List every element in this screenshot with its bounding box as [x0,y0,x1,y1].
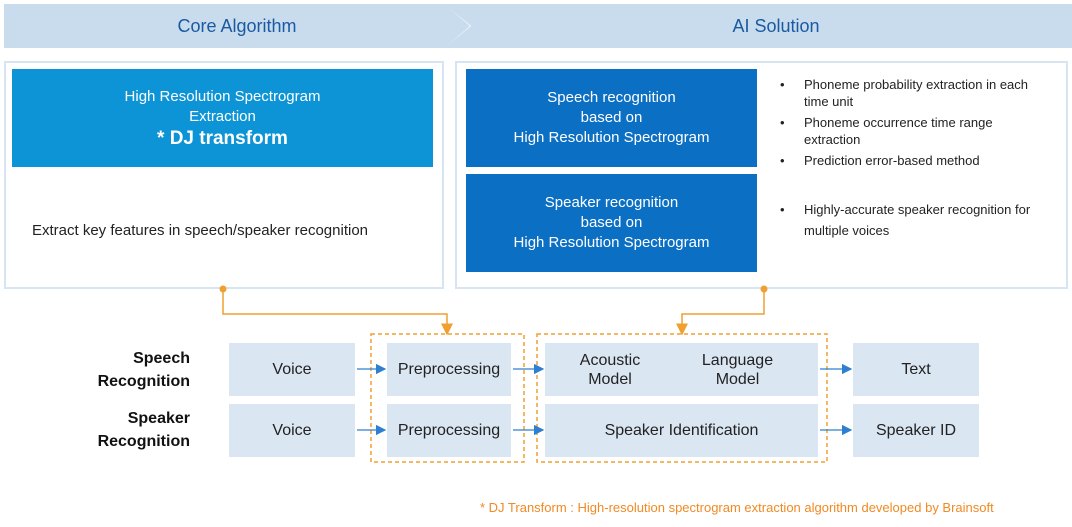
speech-output-box: Text [853,343,979,396]
speech-output-label: Text [901,361,931,378]
ai-connector-line [676,289,765,336]
speech-recognition-row-label: Speech Recognition [30,347,190,393]
core-algorithm-header-label: Core Algorithm [177,15,297,36]
language-model-line: Model [715,371,760,388]
speaker-preprocessing-box: Preprocessing [387,404,511,457]
acoustic-model-label: Acoustic Model [565,351,655,389]
ai-solution-header: AI Solution [444,4,1072,48]
core-box-line2: Extraction [189,108,256,125]
speech-recognition-box: Speech recognition based on High Resolut… [466,69,757,167]
speaker-identification-box: Speaker Identification [545,404,818,457]
ai-solution-header-label: AI Solution [732,15,820,36]
dj-transform-box: High Resolution Spectrogram Extraction *… [12,69,433,167]
language-model-line: Language [701,352,774,369]
bullet-item: Highly-accurate speaker recognition for … [776,199,1056,241]
footnote: * DJ Transform : High-resolution spectro… [480,500,994,515]
core-description: Extract key features in speech/speaker r… [32,222,369,239]
speaker-voice-box: Voice [229,404,355,457]
speaker-preprocessing-label: Preprocessing [397,422,501,439]
speech-voice-label: Voice [272,361,312,378]
speaker-output-label: Speaker ID [875,422,957,439]
acoustic-model-line: Model [588,371,632,388]
row-label-line: Recognition [97,433,190,450]
bullet-item: Prediction error-based method [776,152,1046,169]
speaker-box-line2: based on [580,214,643,231]
row-label-line: Speech [133,350,190,367]
speech-box-line3: High Resolution Spectrogram [513,129,710,146]
speech-box-line1: Speech recognition [547,89,676,106]
speaker-identification-label: Speaker Identification [604,422,759,439]
acoustic-model-line: Acoustic [579,352,641,369]
bullet-item: Phoneme probability extraction in each t… [776,76,1046,110]
core-connector-line [222,289,453,336]
core-box-line1: High Resolution Spectrogram [124,88,321,105]
acoustic-language-model-box [545,343,818,396]
speech-preprocessing-label: Preprocessing [397,361,501,378]
speaker-recognition-row-label: Speaker Recognition [30,407,190,453]
preprocessing-highlight-frame [370,333,525,463]
row-label-line: Speaker [127,410,190,427]
speaker-output-box: Speaker ID [853,404,979,457]
language-model-label: Language Model [690,351,785,389]
speaker-box-line1: Speaker recognition [544,194,679,211]
speech-voice-box: Voice [229,343,355,396]
speaker-recognition-box: Speaker recognition based on High Resolu… [466,174,757,272]
bullet-item: Phoneme occurrence time range extraction [776,114,1046,148]
speaker-voice-label: Voice [272,422,312,439]
speaker-bullet-list: Highly-accurate speaker recognition for … [776,199,1056,245]
speech-preprocessing-box: Preprocessing [387,343,511,396]
model-highlight-frame [536,333,828,463]
speech-bullet-list: Phoneme probability extraction in each t… [776,76,1046,173]
speech-box-line2: based on [580,109,643,126]
core-box-title: * DJ transform [157,128,288,149]
row-label-line: Recognition [97,373,190,390]
core-algorithm-header: Core Algorithm [4,4,470,48]
speaker-box-line3: High Resolution Spectrogram [513,234,710,251]
